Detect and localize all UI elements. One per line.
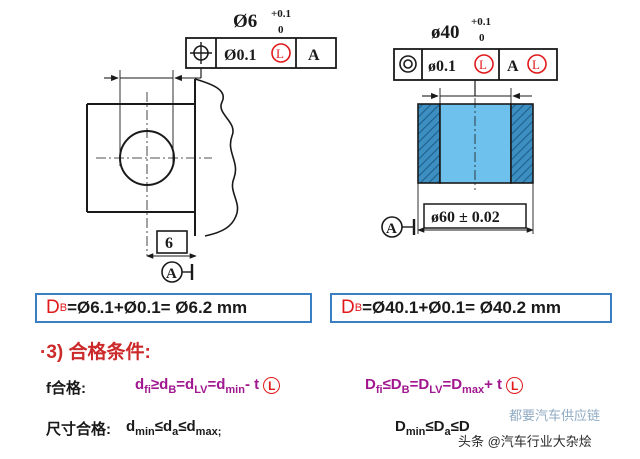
f-condition-right: Dfi≤DB=DLV=Dmax+ t L [365,376,524,396]
left-frame-modifier: L [276,46,284,61]
f-right-sub: max [462,384,485,396]
size-left-sub: min [135,426,155,438]
f-right-lmc-icon: L [506,376,524,394]
f-left-sub: B [168,384,177,396]
f-left-lmc-icon: L [263,376,281,394]
formula-left-subscript: B [59,302,68,314]
f-right-part: D [365,376,376,393]
f-label: f合格: [46,380,86,397]
formula-right-symbol: D [341,297,355,318]
f-right-part: =D [442,376,463,393]
size-left-sub: a [172,426,179,438]
size-right-part: ≤D [425,418,445,435]
size-left-part: ≤d [178,418,196,435]
size-left-sub: max; [195,426,222,438]
formula-left-expression: =Ø6.1+Ø0.1= Ø6.2 mm [67,298,248,317]
f-left-sub: fi [144,384,151,396]
right-frame-datum-modifier: L [532,57,540,72]
left-frame-tolerance: Ø0.1 [224,47,256,64]
right-part-left-wall [417,103,441,184]
right-frame-modifier: L [479,57,487,72]
conditions-heading: ·3) 合格条件: [40,342,151,363]
right-frame-datum: A [507,58,519,75]
size-right-part: D [395,418,406,435]
f-left-part: d [135,376,145,393]
right-width-box [423,203,527,229]
f-right-sub: B [401,384,410,396]
f-right-sub: fi [375,384,383,396]
f-left-part: =d [207,376,226,393]
formula-right-subscript: B [354,302,363,314]
right-size-nominal: ø40 [431,22,460,43]
watermark-line2: 头条 @汽车行业大杂烩 [458,431,592,450]
f-left-part: ≥d [150,376,169,393]
formula-left-symbol: D [46,297,60,318]
left-tol-lower: 0 [278,24,284,36]
right-datum-lmc-circle-icon [527,54,547,74]
right-tol-upper: +0.1 [471,16,491,28]
size-right-sub: min [405,426,426,438]
f-left-part: =d [176,376,195,393]
f-right-part: =D [409,376,430,393]
f-right-part: ≤D [382,376,402,393]
f-left-part: - t [244,376,260,393]
left-part-drawing: Ø6 +0.1 0 Ø0.1 L A [86,8,337,283]
watermark-line1: 都要汽车供应链 [509,408,601,423]
left-size-nominal: Ø6 [233,11,257,32]
concentricity-inner-icon [403,59,413,69]
right-tol-lower: 0 [479,32,485,44]
left-frame-datum: A [308,47,320,64]
formula-right-expression: =Ø40.1+Ø0.1= Ø40.2 mm [362,298,562,317]
right-part-bore [439,103,512,184]
size-left-part: ≤d [154,418,173,435]
size-label: 尺寸合格: [46,421,111,438]
size-right-sub: a [444,426,451,438]
f-left-sub: LV [194,384,208,396]
left-distance-dim: 6 [165,235,173,252]
right-width-dim: ø60 ± 0.02 [431,209,500,226]
size-right-part: ≤D [450,418,470,435]
right-lmc-circle-icon [474,54,494,74]
left-datum-label: A [166,266,177,282]
right-frame-tolerance: ø0.1 [428,58,456,75]
f-left-sub: min [225,384,245,396]
right-part-right-wall [510,103,534,184]
size-condition-left: dmin≤da≤dmax; [126,418,221,438]
right-part-drawing: ø40 +0.1 0 ø0.1 L A L ø60 ± 0.02 [381,16,558,238]
left-lmc-circle-icon [271,43,291,63]
f-right-part: + t [484,376,503,393]
left-control-frame [185,37,337,69]
left-break-line [194,78,239,237]
left-tol-upper: +0.1 [271,8,291,20]
right-datum-label: A [386,221,397,237]
size-left-part: d [126,418,136,435]
f-condition-left: dfi≥dB=dLV=dmin- t L [135,376,281,396]
concentricity-outer-icon [399,55,417,73]
size-condition-right: Dmin≤Da≤D [395,418,470,438]
f-right-sub: LV [429,384,443,396]
left-distance-box [156,230,188,254]
